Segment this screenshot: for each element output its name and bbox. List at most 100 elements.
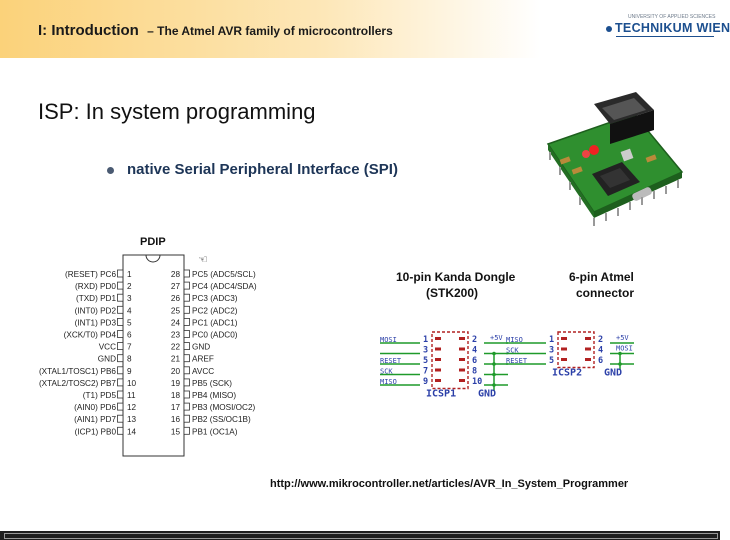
pin-lead (183, 378, 190, 387)
pin-lead (117, 354, 124, 363)
pdip-right-pin-label: AVCC (192, 367, 214, 376)
pdip-right-pin-label: PC2 (ADC2) (192, 306, 238, 315)
icsp-left-signal: MISO (380, 378, 397, 386)
pin-pad (435, 358, 441, 361)
pdip-left-pin-number: 7 (127, 343, 132, 352)
icsp-left-pin-number: 1 (423, 335, 428, 345)
slide-header: I: Introduction – The Atmel AVR family o… (0, 0, 730, 58)
icsp-right-pin-number: 4 (598, 346, 603, 356)
pdip-left-pin-number: 6 (127, 331, 132, 340)
pdip-left-pin-number: 9 (127, 367, 132, 376)
pdip-right-pin-number: 23 (171, 331, 181, 340)
pdip-right-pin-label: PB4 (MISO) (192, 391, 236, 400)
icsp-left-signal: SCK (506, 347, 519, 355)
pin-pad (435, 379, 441, 382)
pin-pad (585, 347, 591, 351)
pin-lead (183, 330, 190, 338)
icsp-left-pin-number: 3 (423, 346, 428, 356)
pdip-right-pin-number: 21 (171, 355, 181, 364)
icsp-right-pin-number: 6 (472, 356, 477, 366)
pin-lead (183, 402, 190, 411)
pin-pad (459, 368, 465, 372)
header-subtitle: – The Atmel AVR family of microcontrolle… (147, 24, 393, 38)
pin-lead (117, 293, 124, 302)
pdip-left-pin-number: 14 (127, 427, 137, 436)
pdip-left-pin-number: 1 (127, 270, 132, 279)
technikum-logo: UNIVERSITY OF APPLIED SCIENCES TECHNIKUM… (606, 14, 730, 44)
icsp-right-pin-number: 4 (472, 346, 477, 356)
header-outline (431, 331, 469, 390)
icsp-left-pin-number: 1 (549, 335, 554, 345)
icsp-left-signal: MISO (506, 336, 523, 344)
pin-lead (183, 305, 190, 314)
slide-heading: ISP: In system programming (38, 99, 316, 124)
pdip-left-pin-number: 13 (127, 415, 137, 424)
pdip-right-pin-number: 25 (171, 306, 181, 315)
pdip-title: PDIP (140, 236, 166, 248)
header-section: I: Introduction (38, 22, 139, 39)
icsp-left-pin-number: 5 (549, 356, 554, 366)
pdip-left-pin-number: 2 (127, 282, 132, 291)
icsp-right-pin-number: 8 (472, 367, 477, 377)
pin-lead (183, 281, 190, 290)
pdip-left-pin-label: (XCK/T0) PD4 (64, 331, 117, 340)
icsp-name: ICSP2 (552, 368, 582, 379)
icsp-right-pin-number: 2 (472, 335, 477, 345)
icsp-left-pin-number: 3 (549, 346, 554, 356)
pdip-right-pin-number: 26 (171, 294, 181, 303)
pin-pad (459, 379, 465, 382)
pdip-right-pin-label: PC4 (ADC4/SDA) (192, 282, 257, 291)
icsp-name: ICSP1 (426, 389, 456, 400)
header-title: I: Introduction – The Atmel AVR family o… (38, 22, 393, 39)
icsp-right-pin-number: 2 (598, 335, 603, 345)
pdip-right-pin-number: 16 (171, 415, 181, 424)
junction-dot (492, 383, 496, 387)
icsp-right-pin-number: 10 (472, 377, 482, 387)
icsp-left-signal: SCK (380, 368, 393, 376)
atmel-caption-line1: 6-pin Atmel (569, 270, 634, 284)
pin-pad (561, 358, 567, 361)
pdip-right-pin-number: 18 (171, 391, 181, 400)
logo-underline (616, 36, 714, 37)
junction-dot (618, 351, 622, 356)
bullet-text: native Serial Peripheral Interface (SPI) (127, 161, 398, 178)
pdip-left-pin-number: 3 (127, 294, 132, 303)
pin-lead (117, 414, 124, 423)
icsp-left-signal: RESET (380, 357, 402, 365)
pdip-right-pin-label: PB5 (SCK) (192, 379, 232, 388)
pin-lead (183, 414, 190, 423)
pdip-left-pin-label: (XTAL2/TOSC2) PB7 (39, 379, 116, 388)
atmel-caption-line2: connector (576, 286, 635, 300)
icsp-right-pin-number: 6 (598, 356, 603, 366)
pin-pad (459, 358, 465, 361)
pin-lead (117, 378, 124, 387)
source-url: http://www.mikrocontroller.net/articles/… (270, 478, 629, 490)
icsp-right-signal: +5V (490, 334, 503, 342)
pin-lead (117, 342, 124, 350)
pin-pad (561, 347, 567, 351)
pin-lead (117, 402, 124, 411)
pdip-right-pin-number: 17 (171, 403, 181, 412)
bottom-frame-bar (0, 531, 720, 540)
pin-pad (459, 337, 465, 340)
pdip-left-pin-label: (T1) PD5 (83, 391, 117, 400)
pin-lead (183, 354, 190, 363)
pin-pad (585, 358, 591, 361)
pdip-left-pin-label: (AIN1) PD7 (74, 415, 116, 424)
pin-lead (183, 293, 190, 302)
pdip-left-pin-number: 5 (127, 318, 132, 327)
icsp-left-signal: MOSI (380, 336, 397, 344)
pdip-left-pin-label: (AIN0) PD6 (74, 403, 116, 412)
pin-lead (183, 342, 190, 350)
pdip-left-pin-label: (RXD) PD0 (75, 282, 116, 291)
isp-programmer-board-image (546, 92, 684, 226)
pdip-left-pin-number: 8 (127, 355, 132, 364)
pdip-right-pin-label: PB2 (SS/OC1B) (192, 415, 251, 424)
pin-pad (435, 368, 441, 372)
icsp-right-signal: +5V (616, 334, 629, 342)
pdip-left-pin-label: VCC (99, 343, 116, 352)
icsp-right-signal: MOSI (616, 345, 633, 353)
icsp-gnd-label: GND (604, 368, 622, 379)
